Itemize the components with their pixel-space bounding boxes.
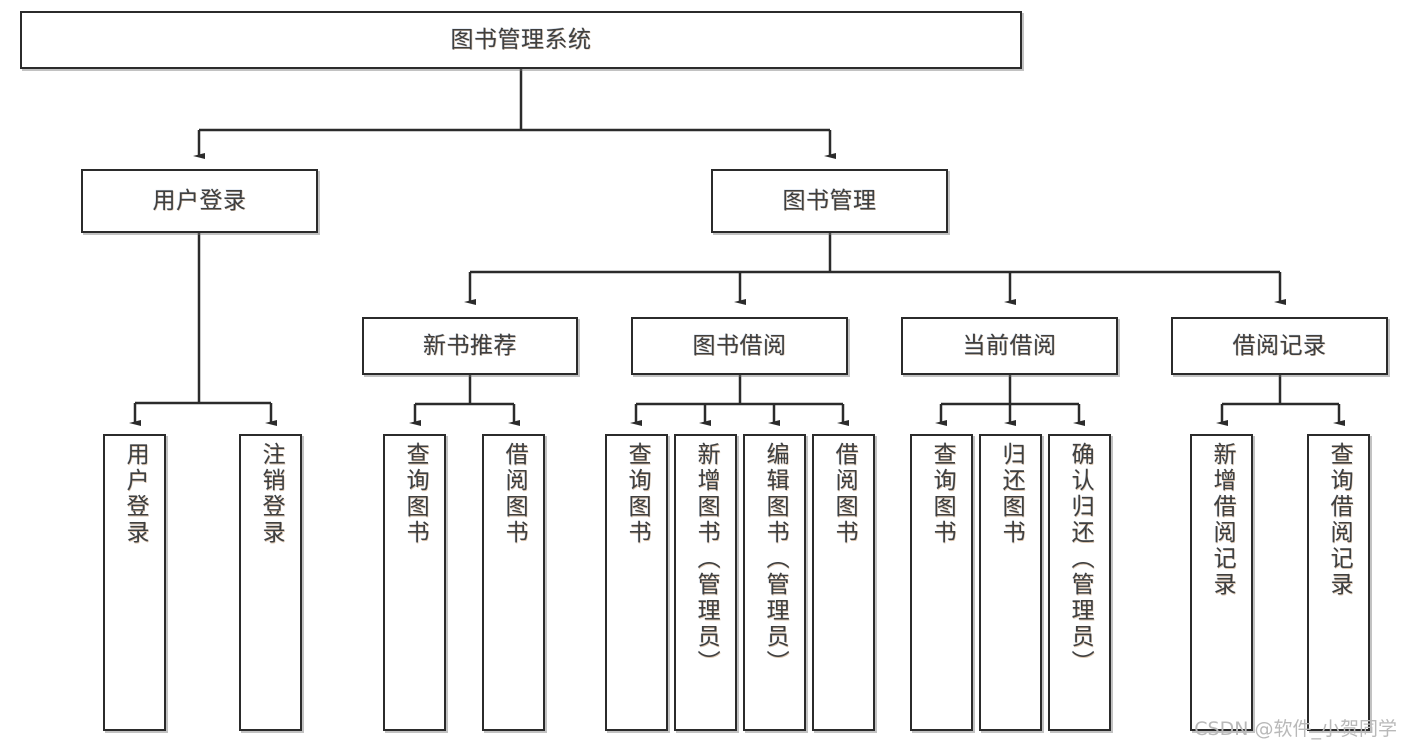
leaf-add-borrow-record[interactable]: 新增借阅记录	[1190, 434, 1253, 731]
node-root-label: 图书管理系统	[450, 26, 592, 53]
node-borrow-records-label: 借阅记录	[1232, 332, 1327, 359]
leaf-confirm-return-admin[interactable]: 确认归还（管理员）	[1048, 434, 1111, 731]
leaf-edit-book-admin[interactable]: 编辑图书（管理员）	[743, 434, 806, 731]
leaf-query-books-borrow[interactable]: 查询图书	[605, 434, 668, 731]
node-current-borrow[interactable]: 当前借阅	[901, 317, 1118, 375]
leaf-edit-book-admin-label: 编辑图书（管理员）	[762, 442, 789, 676]
leaf-query-books-current[interactable]: 查询图书	[910, 434, 973, 731]
leaf-query-books-newbook-label: 查询图书	[402, 442, 429, 546]
leaf-add-borrow-record-label: 新增借阅记录	[1209, 442, 1236, 598]
node-book-borrow-label: 图书借阅	[692, 332, 787, 359]
leaf-query-borrow-record-label: 查询借阅记录	[1326, 442, 1353, 598]
leaf-logout[interactable]: 注销登录	[239, 434, 302, 731]
csdn-watermark: CSDN @软件_小贺同学	[1194, 718, 1397, 740]
leaf-query-borrow-record[interactable]: 查询借阅记录	[1307, 434, 1370, 731]
leaf-add-book-admin-label: 新增图书（管理员）	[693, 442, 720, 676]
node-user-login[interactable]: 用户登录	[81, 169, 318, 233]
leaf-logout-label: 注销登录	[258, 442, 285, 546]
leaf-query-books-newbook[interactable]: 查询图书	[383, 434, 446, 731]
node-new-book-recommend-label: 新书推荐	[423, 332, 517, 359]
node-book-management[interactable]: 图书管理	[711, 169, 948, 233]
node-current-borrow-label: 当前借阅	[962, 332, 1057, 359]
leaf-borrow-books-newbook[interactable]: 借阅图书	[482, 434, 545, 731]
leaf-borrow-books-newbook-label: 借阅图书	[501, 442, 528, 546]
node-borrow-records[interactable]: 借阅记录	[1171, 317, 1388, 375]
node-new-book-recommend[interactable]: 新书推荐	[362, 317, 578, 375]
leaf-add-book-admin[interactable]: 新增图书（管理员）	[674, 434, 737, 731]
leaf-user-login-label: 用户登录	[122, 442, 149, 546]
leaf-return-books-label: 归还图书	[998, 442, 1025, 546]
leaf-query-books-current-label: 查询图书	[929, 442, 956, 546]
node-book-management-label: 图书管理	[782, 187, 877, 214]
node-user-login-label: 用户登录	[152, 187, 247, 214]
leaf-confirm-return-admin-label: 确认归还（管理员）	[1067, 442, 1094, 676]
node-root[interactable]: 图书管理系统	[20, 11, 1022, 69]
leaf-return-books[interactable]: 归还图书	[979, 434, 1042, 731]
node-book-borrow[interactable]: 图书借阅	[631, 317, 848, 375]
leaf-user-login[interactable]: 用户登录	[103, 434, 166, 731]
leaf-borrow-books-label: 借阅图书	[831, 442, 858, 546]
leaf-borrow-books[interactable]: 借阅图书	[812, 434, 875, 731]
leaf-query-books-borrow-label: 查询图书	[624, 442, 651, 546]
